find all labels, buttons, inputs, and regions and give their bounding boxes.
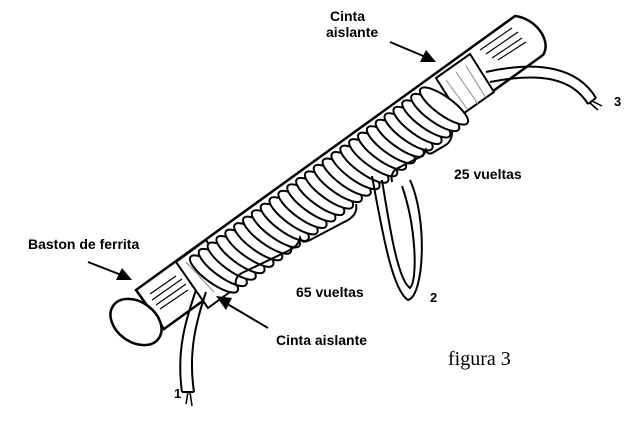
arrow-baston: [87, 261, 132, 280]
brace-65-vueltas: [234, 203, 358, 287]
terminal-2-label: 2: [430, 290, 438, 305]
figure-caption: figura 3: [448, 348, 511, 370]
coil-windings: [188, 86, 470, 294]
terminal-3-label: 3: [614, 94, 622, 109]
label-cinta-top-line1: Cinta: [330, 8, 365, 24]
label-65-vueltas: 65 vueltas: [296, 284, 364, 300]
terminal-1-label: 1: [174, 386, 182, 401]
label-cinta-top-line2: aislante: [326, 24, 379, 40]
label-cinta-aislante-bottom: Cinta aislante: [276, 332, 368, 348]
arrow-cinta-top: [389, 41, 436, 62]
arrow-cinta-bottom: [216, 296, 269, 329]
lead-wire-2-loop: [371, 175, 423, 302]
brace-25-vueltas: [390, 131, 453, 183]
label-25-vueltas: 25 vueltas: [454, 166, 522, 182]
lead-wire-3: [485, 65, 603, 111]
label-baston-de-ferrita: Baston de ferrita: [28, 236, 140, 252]
lead-wire-1: [179, 289, 207, 407]
coil-turn: [418, 86, 470, 126]
